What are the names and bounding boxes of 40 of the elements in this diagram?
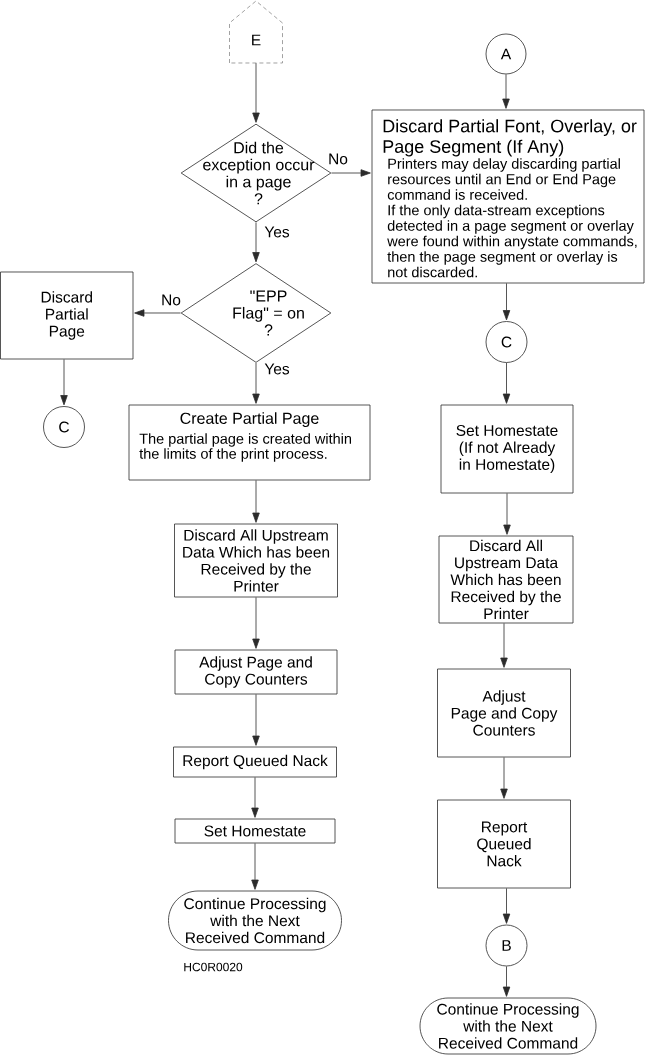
arrow xyxy=(331,169,371,177)
box-heading: Discard Partial Font, Overlay, or Page Segment (If Any) xyxy=(383,119,637,157)
arrow xyxy=(60,359,68,406)
arrow xyxy=(252,362,260,404)
process-box: Discard Partial Page xyxy=(0,271,134,360)
figure-code: HC0R0020 xyxy=(184,962,243,972)
box-text: If the only data-stream exceptions detected in a page segment or overlay were found within anystate commands, then the page segment or overlay is not discarded. xyxy=(387,204,637,278)
arrow xyxy=(502,362,511,404)
arrow xyxy=(252,62,260,123)
process-box: Report Queued Nack xyxy=(173,746,337,778)
box-text: The partial page is created within the limits of the print process. xyxy=(139,433,351,462)
process-box: Adjust Page and Copy Counters xyxy=(174,649,338,695)
process-box: Adjust Page and Copy Counters xyxy=(437,668,571,758)
box-text: Printers may delay discarding partial resources until an End or End Page command is received. xyxy=(387,158,620,200)
arrow xyxy=(252,480,260,523)
arrow xyxy=(500,623,508,668)
process-box: Set Homestate xyxy=(174,818,336,844)
arrow xyxy=(252,222,260,263)
arrow xyxy=(251,777,259,818)
arrow xyxy=(500,757,508,799)
process-box: Report Queued Nack xyxy=(437,799,571,889)
box-heading: Create Partial Page xyxy=(180,412,319,428)
process-box xyxy=(128,404,371,481)
edge-label: Yes xyxy=(263,225,291,239)
arrow xyxy=(251,843,259,890)
arrow xyxy=(502,888,511,924)
edge-label: No xyxy=(160,293,182,307)
edge-label: Yes xyxy=(263,362,291,376)
arrow xyxy=(502,74,510,109)
process-box: Discard All Upstream Data Which has been Received by the Printer xyxy=(438,535,574,624)
arrow xyxy=(252,694,260,746)
arrow xyxy=(503,493,511,535)
process-box: Discard All Upstream Data Which has been Received by the Printer xyxy=(174,523,338,598)
process-box: Set Homestate (If not Already in Homestate) xyxy=(440,404,574,494)
arrow xyxy=(252,597,260,649)
arrow xyxy=(502,283,511,321)
process-box xyxy=(371,109,645,284)
arrow xyxy=(502,966,511,997)
arrow xyxy=(134,309,181,317)
offpage-connector: E xyxy=(229,0,283,64)
